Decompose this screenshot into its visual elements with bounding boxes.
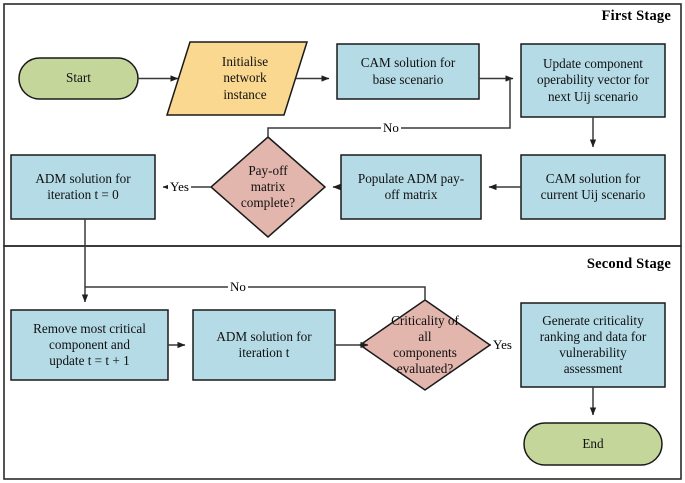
edge-label-no-second: No xyxy=(228,279,248,294)
node-generate-ranking[interactable] xyxy=(520,302,666,388)
panel-second-stage xyxy=(3,245,682,480)
node-initialise[interactable] xyxy=(165,41,309,116)
node-cam-current[interactable] xyxy=(520,154,666,220)
stage-title-second: Second Stage xyxy=(586,256,671,272)
edge-label-yes-first: Yes xyxy=(168,179,191,194)
node-payoff-complete[interactable] xyxy=(209,136,327,238)
node-remove-component[interactable] xyxy=(10,309,169,381)
node-start[interactable] xyxy=(18,57,139,100)
node-cam-base[interactable] xyxy=(336,43,480,100)
edge-criticality-no-loop xyxy=(85,286,426,300)
node-adm-t0[interactable] xyxy=(10,154,156,220)
node-end[interactable] xyxy=(523,422,663,466)
edge-label-yes-second: Yes xyxy=(491,337,514,352)
stage-title-first: First Stage xyxy=(601,8,671,24)
node-update-component[interactable] xyxy=(520,43,666,118)
node-adm-t[interactable] xyxy=(192,309,336,381)
edge-label-no-first: No xyxy=(381,120,401,135)
node-populate-payoff[interactable] xyxy=(340,154,482,220)
node-criticality-check[interactable] xyxy=(358,299,492,391)
